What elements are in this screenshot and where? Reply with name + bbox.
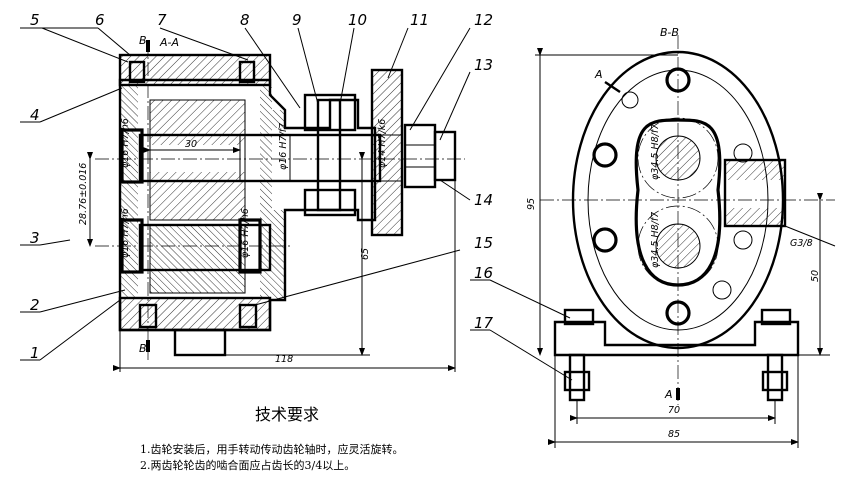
- view-title-b-b: B-B: [660, 26, 679, 39]
- cut-mark-b-bottom: B: [139, 342, 147, 355]
- dim-28-76: 28.76±0.016: [78, 163, 89, 225]
- part-label-17: 17: [474, 314, 494, 332]
- leader-lines-left: [20, 27, 471, 361]
- dim-phi16-a: φ16 H7/h6: [120, 118, 131, 168]
- part-number-labels: 5 6 7 8 9 10 11 12 13 14 15 16 17 4 3 2 …: [30, 11, 494, 362]
- cut-mark-a-bottom: A: [664, 388, 673, 401]
- dim-phi34-5-b: φ34.5 H8/f7: [650, 212, 661, 268]
- view-title-a-a: A-A: [159, 36, 179, 49]
- part-label-12: 12: [474, 11, 493, 29]
- part-label-4: 4: [30, 106, 40, 124]
- dim-phi34-5-a: φ34.5 H8/f7: [650, 124, 661, 180]
- part-label-16: 16: [474, 264, 493, 282]
- cut-mark-a-top: A: [594, 68, 603, 81]
- section-view-a-a: [95, 40, 465, 360]
- dim-g3-8: G3/8: [790, 238, 813, 249]
- dimensions-left: [87, 147, 456, 372]
- dim-phi16-c: φ16 H7/h6: [240, 208, 251, 258]
- part-label-9: 9: [292, 11, 302, 29]
- dim-95: 95: [526, 198, 537, 210]
- dim-phi16-b: φ16 H7/h6: [120, 208, 131, 258]
- view-labels: A-A B B B-B A A: [139, 26, 679, 401]
- dim-phi16-shaft: φ16 H7/f7: [278, 123, 289, 170]
- part-label-1: 1: [30, 344, 40, 362]
- cut-mark-b-top: B: [139, 34, 147, 47]
- part-label-10: 10: [348, 11, 367, 29]
- part-label-6: 6: [95, 11, 105, 29]
- part-label-3: 3: [30, 229, 40, 247]
- dimensions-right: [470, 48, 836, 448]
- dimension-texts: 30 118 65 28.76±0.016 φ16 H7/h6 φ16 H7/h…: [78, 118, 821, 440]
- section-view-b-b: [540, 35, 835, 405]
- dim-118: 118: [275, 354, 293, 365]
- technical-requirements: 技术要求 1.齿轮安装后，用手转动传动齿轮轴时，应灵活旋转。 2.两齿轮轮齿的啮…: [140, 405, 404, 472]
- dim-30: 30: [185, 139, 197, 150]
- part-label-14: 14: [474, 191, 493, 209]
- tech-req-title: 技术要求: [255, 405, 319, 424]
- tech-req-line-2: 2.两齿轮轮齿的啮合面应占齿长的3/4以上。: [140, 458, 355, 472]
- part-label-8: 8: [240, 11, 250, 29]
- part-label-5: 5: [30, 11, 40, 29]
- dim-phi14: φ14 H7/k6: [377, 119, 388, 168]
- dim-70: 70: [668, 405, 680, 416]
- dim-50: 50: [810, 270, 821, 282]
- part-label-13: 13: [474, 56, 493, 74]
- part-label-11: 11: [410, 11, 429, 29]
- part-label-15: 15: [474, 234, 493, 252]
- tech-req-line-1: 1.齿轮安装后，用手转动传动齿轮轴时，应灵活旋转。: [140, 442, 404, 456]
- dim-65: 65: [360, 248, 371, 260]
- part-label-2: 2: [30, 296, 40, 314]
- part-label-7: 7: [157, 11, 167, 29]
- dim-85: 85: [668, 429, 680, 440]
